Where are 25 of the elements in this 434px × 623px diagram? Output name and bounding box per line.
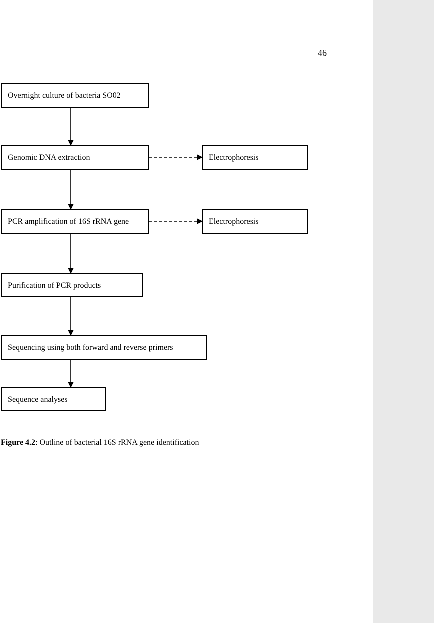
arrow: [148, 218, 203, 224]
step-text: Electrophoresis: [209, 153, 259, 162]
arrow: [68, 108, 74, 146]
process-box: [1, 387, 106, 411]
process-box: [1, 209, 149, 234]
step-text: Genomic DNA extraction: [8, 153, 90, 162]
process-box: [1, 83, 149, 108]
arrow: [68, 234, 74, 274]
arrow: [68, 360, 74, 388]
arrow: [68, 170, 74, 210]
arrow: [148, 154, 203, 160]
process-box: [202, 145, 308, 170]
page-number: 46: [318, 48, 327, 58]
process-box: [1, 145, 149, 170]
step-text: PCR amplification of 16S rRNA gene: [8, 217, 130, 226]
figure-caption: Figure 4.2: Outline of bacterial 16S rRNA gene identification: [1, 438, 200, 447]
step-text: Sequencing using both forward and reverse primers: [8, 343, 174, 352]
step-text: Electrophoresis: [209, 217, 259, 226]
step-text: Sequence analyses: [8, 394, 68, 404]
process-box: [1, 335, 207, 360]
arrow: [68, 296, 74, 336]
step-text: Purification of PCR products: [8, 280, 102, 290]
process-box: [202, 209, 308, 234]
process-box: [1, 273, 143, 297]
step-text: Overnight culture of bacteria SO02: [8, 91, 121, 100]
